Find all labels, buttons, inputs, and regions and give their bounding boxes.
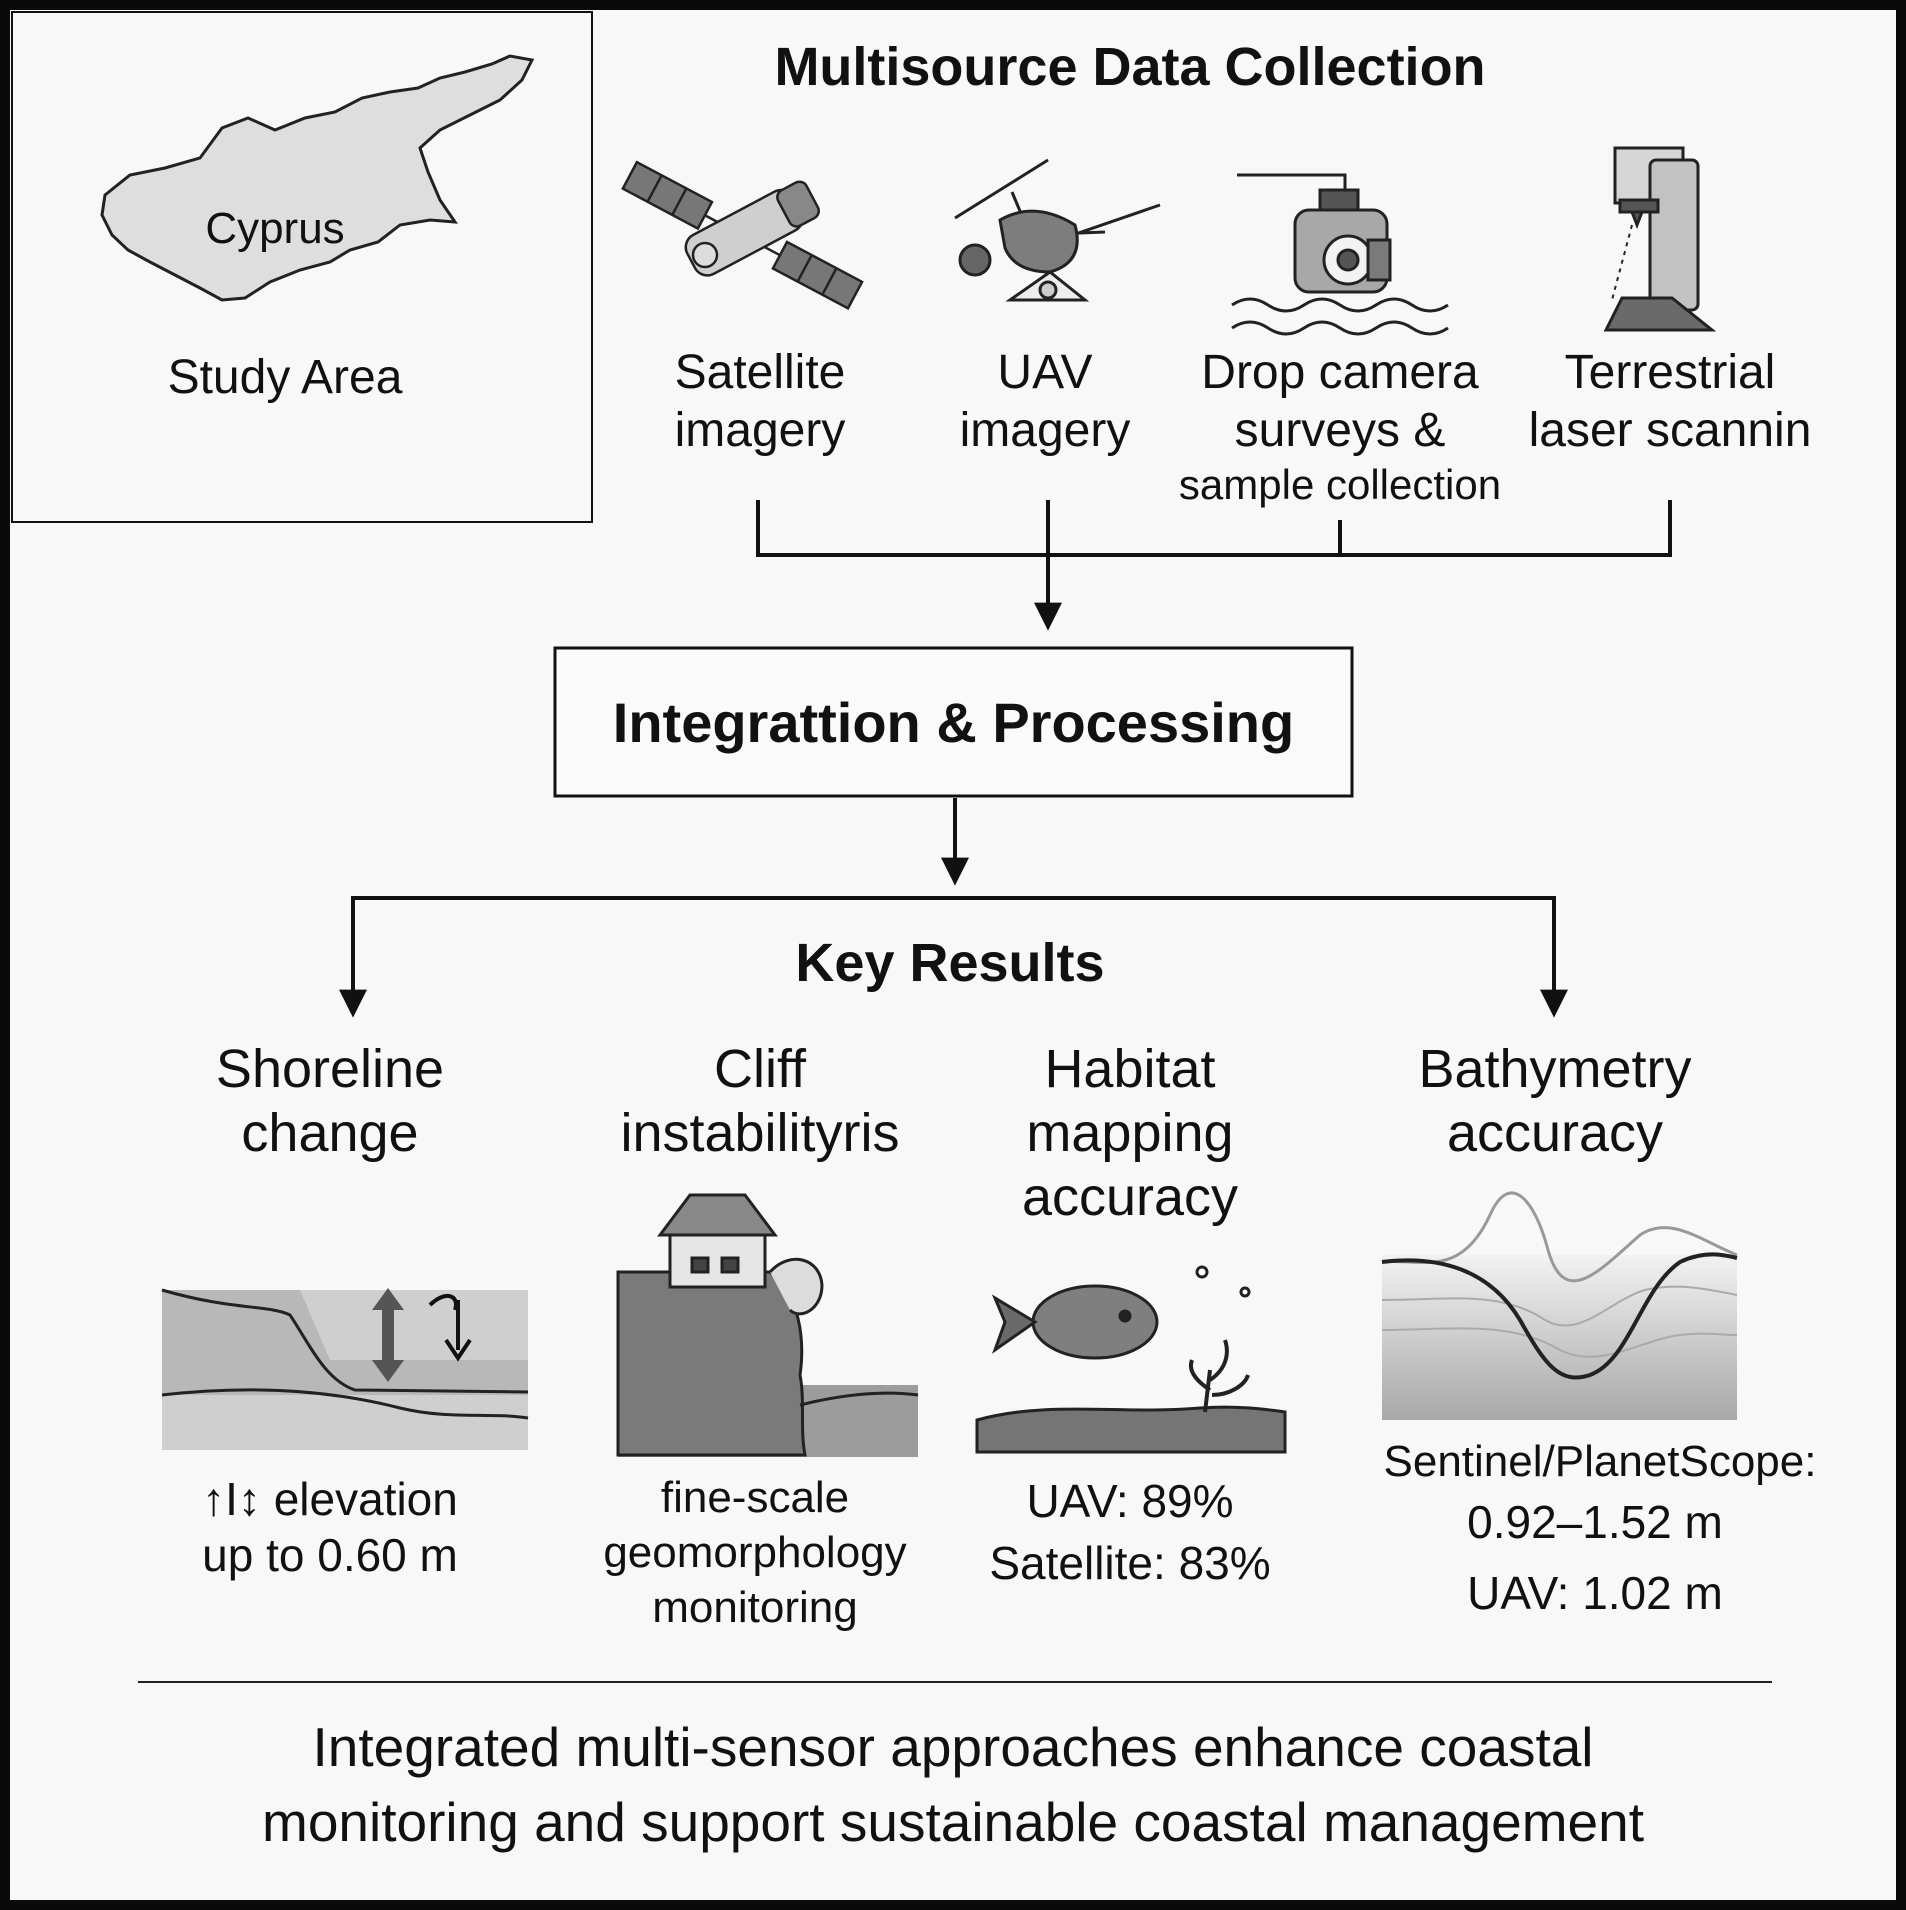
source-label-line: surveys & — [1234, 404, 1446, 457]
source-label-line: UAV — [997, 346, 1093, 399]
result-detail-line: Sentinel/PlanetScope: — [1383, 1437, 1817, 1486]
collection-title: Multisource Data Collection — [774, 37, 1486, 97]
satellite-icon — [621, 160, 864, 311]
source-label-line: imagery — [674, 404, 846, 457]
habitat-mapping-icon — [975, 1265, 1287, 1454]
conclusion-line: monitoring and support sustainable coast… — [262, 1791, 1644, 1853]
source-label-line: imagery — [959, 404, 1131, 457]
result-detail-line: geomorphology — [603, 1528, 907, 1577]
result-title-line: Shoreline — [215, 1039, 445, 1099]
conclusion-line: Integrated multi-sensor approaches enhan… — [312, 1716, 1594, 1778]
result-title-line: instabilityris — [620, 1103, 900, 1163]
source-label-line: laser scannin — [1528, 404, 1812, 457]
laser-scanner-icon — [1603, 146, 1717, 332]
shoreline-change-icon — [161, 1288, 529, 1450]
results-connectors — [339, 798, 1568, 1018]
cliff-instability-icon — [616, 1193, 919, 1457]
bathymetry-icon — [1381, 1191, 1738, 1420]
result-detail-line: up to 0.60 m — [202, 1529, 458, 1581]
result-detail-line: monitoring — [652, 1583, 858, 1632]
processing-box — [553, 646, 1354, 798]
result-detail-line: fine-scale — [660, 1473, 850, 1522]
result-title-line: accuracy — [1446, 1103, 1664, 1163]
source-label-line: Satellite — [674, 346, 846, 399]
results-title: Key Results — [795, 933, 1105, 993]
cyprus-map-icon — [100, 54, 535, 302]
result-title-line: Habitat — [1044, 1039, 1216, 1099]
result-detail-line: Satellite: 83% — [989, 1537, 1271, 1589]
result-title-line: Cliff — [713, 1039, 807, 1099]
source-label-line: sample collection — [1178, 461, 1502, 508]
collection-connectors — [756, 500, 1672, 631]
study-area-caption: Study Area — [167, 351, 403, 404]
cyprus-map-label: Cyprus — [205, 204, 345, 253]
result-detail-line: 0.92–1.52 m — [1467, 1496, 1723, 1548]
result-detail-line: ↑I↕ elevation — [202, 1473, 458, 1525]
processing-label: Integrattion & Processing — [612, 691, 1295, 754]
result-title-line: mapping — [1026, 1103, 1234, 1163]
source-label-line: Terrestrial — [1564, 346, 1776, 399]
uav-drone-icon — [954, 158, 1161, 302]
result-title-line: Bathymetry — [1418, 1039, 1692, 1099]
drop-camera-icon — [1231, 173, 1449, 336]
result-title-line: change — [241, 1103, 419, 1163]
result-detail-line: UAV: 89% — [1026, 1475, 1234, 1527]
result-detail-line: UAV: 1.02 m — [1467, 1567, 1723, 1619]
source-label-line: Drop camera — [1201, 346, 1479, 399]
result-title-line: accuracy — [1021, 1167, 1239, 1227]
